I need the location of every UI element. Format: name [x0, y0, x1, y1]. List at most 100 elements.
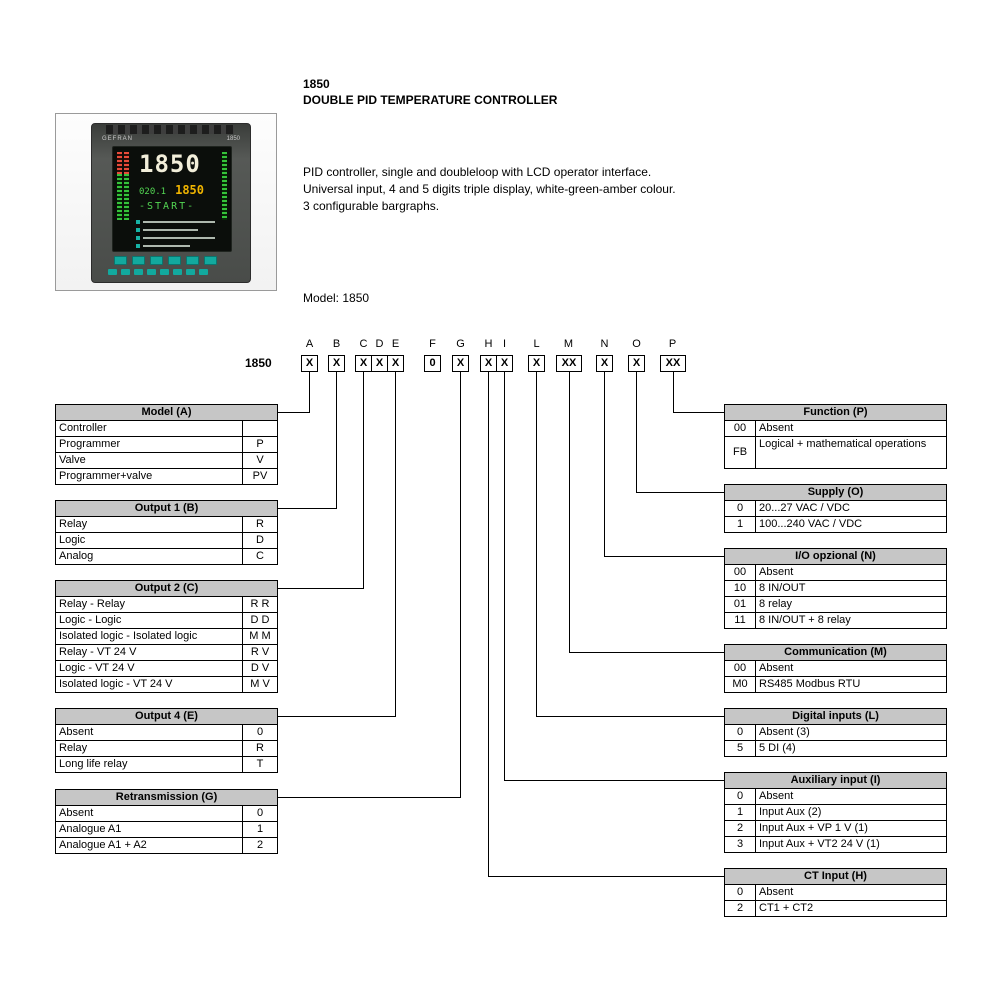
- display-sv-value: 1850: [175, 183, 204, 197]
- option-label: Analog: [56, 549, 243, 564]
- option-code: 1: [256, 823, 264, 835]
- table-communication-m-header: Communication (M): [725, 645, 946, 661]
- option-label: Analogue A1 + A2: [56, 838, 243, 853]
- code-letter-L: L: [533, 338, 540, 350]
- table-row: Logic - Logic D D: [56, 613, 277, 629]
- title-block: 1850 DOUBLE PID TEMPERATURE CONTROLLER: [303, 76, 557, 108]
- option-label: Absent: [759, 662, 794, 674]
- code-letter-A: A: [305, 338, 314, 350]
- code-letter-C: C: [359, 338, 368, 350]
- option-label: Logic - Logic: [56, 613, 243, 628]
- option-code: D V: [250, 662, 270, 674]
- table-row: Analogue A1 1: [56, 822, 277, 838]
- bargraph-2: [124, 152, 129, 220]
- option-label: Absent: [56, 806, 243, 821]
- option-label: Absent (3): [759, 726, 810, 738]
- option-code: 01: [725, 597, 756, 612]
- product-description: PID controller, single and doubleloop wi…: [303, 164, 676, 215]
- option-label: Isolated logic - Isolated logic: [56, 629, 243, 644]
- ordering-code-prefix: 1850: [245, 356, 272, 370]
- controller-device-image: GEFRAN 1850 1850 020.1 1850 -START-: [91, 123, 251, 283]
- option-code: 5: [725, 741, 756, 756]
- option-code: 2: [725, 821, 756, 836]
- option-label: 5 DI (4): [759, 742, 796, 754]
- option-label: CT1 + CT2: [759, 902, 814, 914]
- option-code: 0: [725, 725, 756, 740]
- option-code: 00: [725, 565, 756, 580]
- table-output4-e-header: Output 4 (E): [56, 709, 277, 725]
- bargraph-1: [117, 152, 122, 220]
- option-label: Relay: [56, 741, 243, 756]
- option-code: 2: [725, 901, 756, 916]
- option-code: M V: [250, 678, 270, 690]
- option-code: C: [256, 550, 264, 562]
- code-box-C: X: [355, 355, 372, 372]
- code-box-A: X: [301, 355, 318, 372]
- option-label: Relay - VT 24 V: [56, 645, 243, 660]
- code-letter-N: N: [600, 338, 609, 350]
- table-auxiliary-input-i-header: Auxiliary input (I): [725, 773, 946, 789]
- option-code: 00: [725, 661, 756, 676]
- option-code: R: [256, 742, 264, 754]
- table-digital-inputs-l-header: Digital inputs (L): [725, 709, 946, 725]
- option-label: Controller: [56, 421, 243, 436]
- option-code: 0: [725, 789, 756, 804]
- code-box-N: X: [596, 355, 613, 372]
- option-label: Logical + mathematical operations: [759, 438, 927, 450]
- option-label: Long life relay: [56, 757, 243, 772]
- option-code: PV: [252, 470, 268, 482]
- product-photo-frame: GEFRAN 1850 1850 020.1 1850 -START-: [55, 113, 277, 291]
- option-label: 20...27 VAC / VDC: [759, 502, 850, 514]
- table-output1-b-header: Output 1 (B): [56, 501, 277, 517]
- code-box-I: X: [496, 355, 513, 372]
- description-line: PID controller, single and doubleloop wi…: [303, 165, 652, 179]
- table-supply-o-header: Supply (O): [725, 485, 946, 501]
- option-label: Logic: [56, 533, 243, 548]
- option-label: Input Aux (2): [759, 806, 822, 818]
- description-line: 3 configurable bargraphs.: [303, 199, 440, 213]
- code-box-G: X: [452, 355, 469, 372]
- device-keypad-row2: [108, 269, 208, 275]
- option-code: 11: [725, 613, 756, 628]
- device-lcd-screen: 1850 020.1 1850 -START-: [112, 146, 232, 252]
- display-main-value: 1850: [139, 150, 201, 178]
- option-label: Absent: [759, 790, 794, 802]
- display-pv-value: 020.1: [139, 187, 167, 197]
- option-label: Valve: [56, 453, 243, 468]
- option-label: Relay: [56, 517, 243, 532]
- option-code: 0: [256, 726, 264, 738]
- display-menu-lines: [136, 220, 215, 252]
- option-code: V: [256, 454, 264, 466]
- option-label: Logic - VT 24 V: [56, 661, 243, 676]
- option-label: 8 relay: [759, 598, 793, 610]
- code-box-E: X: [387, 355, 404, 372]
- option-label: Analogue A1: [56, 822, 243, 837]
- description-line: Universal input, 4 and 5 digits triple d…: [303, 182, 676, 196]
- table-output2-c-header: Output 2 (C): [56, 581, 277, 597]
- code-box-F: 0: [424, 355, 441, 372]
- option-label: Programmer+valve: [56, 469, 243, 484]
- display-status-text: -START-: [139, 201, 196, 212]
- option-code: FB: [725, 437, 756, 468]
- option-code: 1: [725, 517, 756, 532]
- table-model-a-header: Model (A): [56, 405, 277, 421]
- option-code: D D: [250, 614, 270, 626]
- option-code: 0: [725, 885, 756, 900]
